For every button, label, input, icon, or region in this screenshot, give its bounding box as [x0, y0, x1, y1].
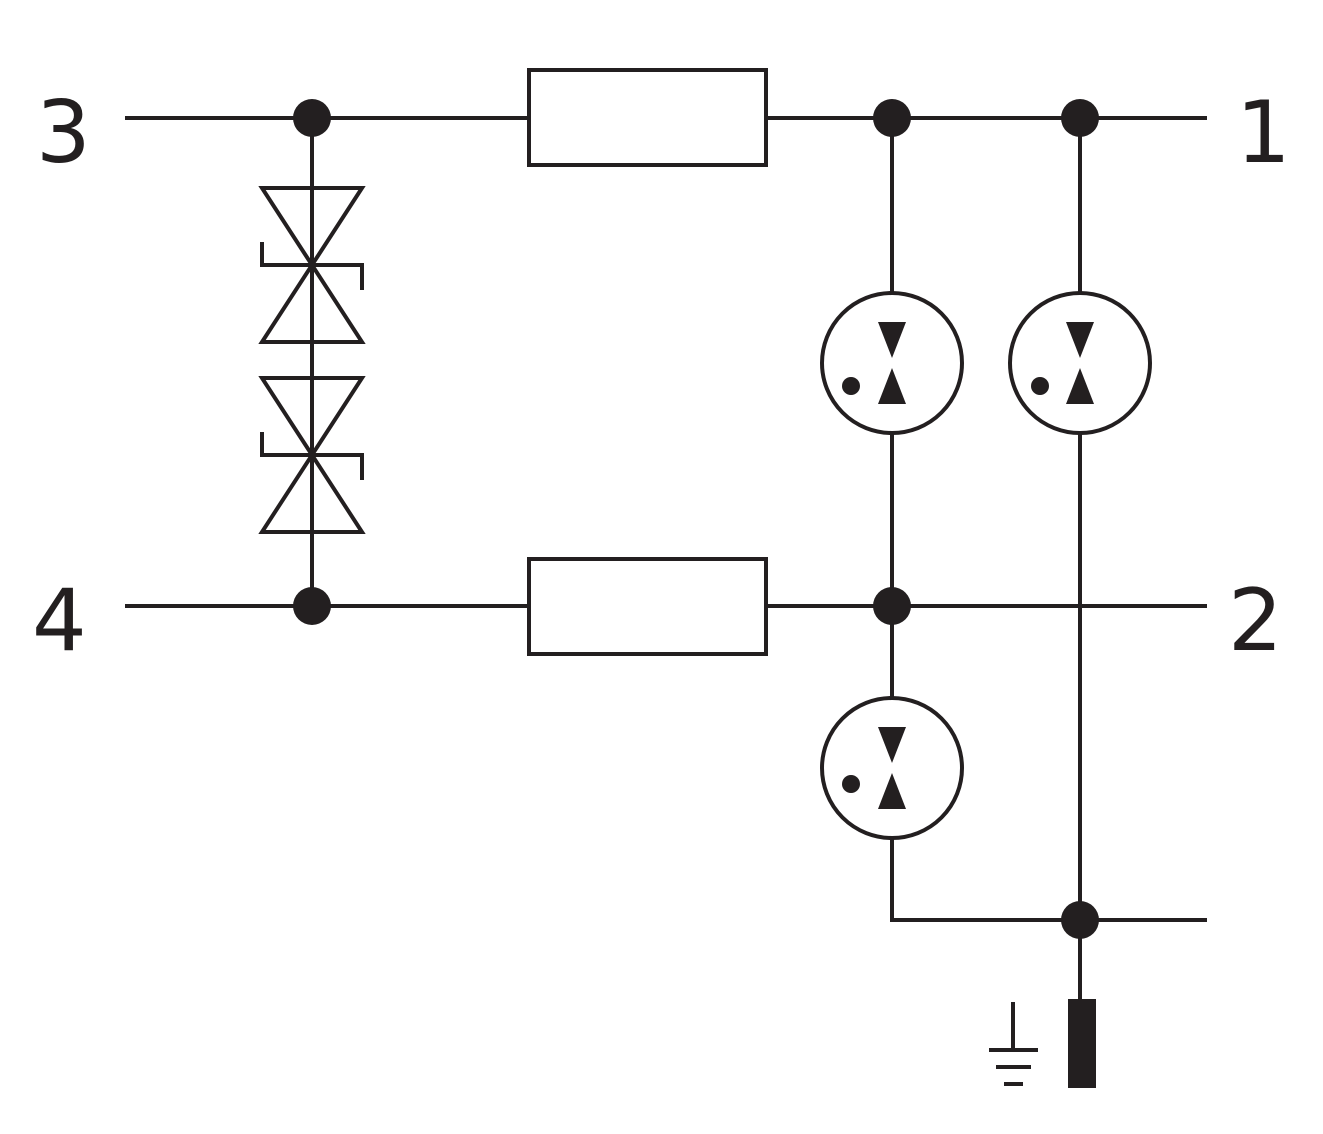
gas-discharge-tube-2-icon: [1008, 291, 1152, 435]
earth-ground-icon: [989, 1002, 1038, 1086]
resistor-top: [527, 68, 768, 167]
gas-discharge-tube-3-icon: [820, 696, 964, 840]
junction-dot: [873, 587, 911, 625]
terminal-label-2: 2: [1228, 571, 1283, 671]
junction-dot: [1061, 99, 1099, 137]
terminal-label-4: 4: [32, 571, 87, 671]
junction-dot: [1061, 901, 1099, 939]
tvs-diode-upper-icon: [258, 186, 366, 344]
junction-dots: [293, 99, 1099, 939]
junction-dot: [293, 587, 331, 625]
tvs-diode-stack: [258, 118, 366, 606]
terminal-label-1: 1: [1236, 83, 1291, 183]
resistor-bottom: [527, 557, 768, 656]
ground-terminal-block: [1068, 999, 1096, 1088]
terminal-label-3: 3: [36, 83, 91, 183]
tvs-diode-lower-icon: [258, 376, 366, 534]
junction-dot: [293, 99, 331, 137]
junction-dot: [873, 99, 911, 137]
gas-discharge-tube-1-icon: [820, 291, 964, 435]
